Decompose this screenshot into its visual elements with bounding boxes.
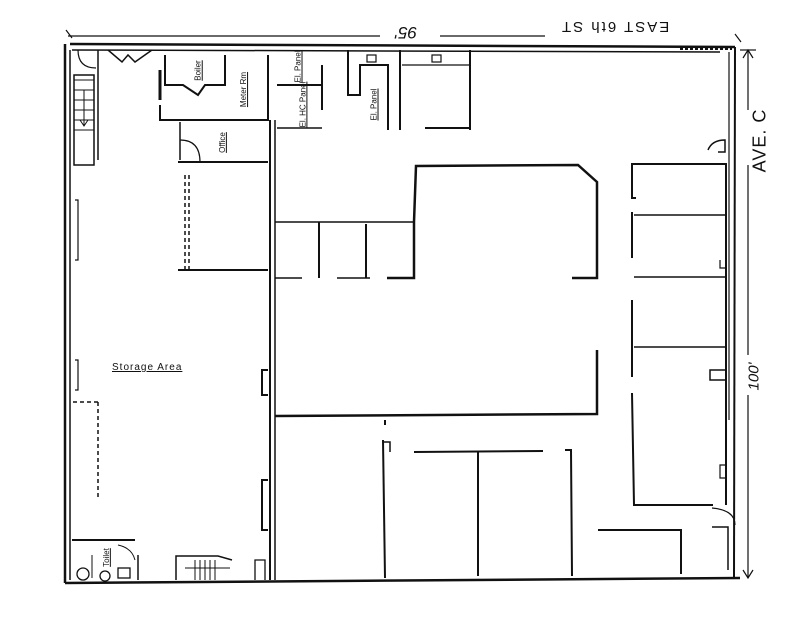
stairs-bottom — [175, 555, 266, 580]
exterior-walls — [63, 42, 741, 585]
top-dimension-line — [65, 29, 742, 43]
storage-partitions — [73, 175, 268, 500]
central-wall — [261, 120, 276, 580]
room-label-toilet: Toilet — [101, 548, 111, 567]
room-label-storage: Storage Area — [112, 362, 183, 373]
central-room — [274, 163, 599, 418]
entrance-door-top — [107, 49, 153, 64]
boiler-room — [158, 55, 226, 100]
depth-dimension-label: 100' — [745, 362, 763, 391]
right-dimension-line — [740, 48, 756, 580]
room-label-elec-3: El. Panel — [369, 88, 379, 121]
stairs-top-left — [73, 49, 99, 166]
electrical-rooms — [277, 50, 471, 130]
room-label-elec-2: El. HC Panel — [298, 81, 308, 128]
bottom-offices — [382, 420, 736, 579]
room-label-meter: Meter Rm — [239, 71, 249, 108]
room-label-boiler: Boiler — [193, 60, 203, 81]
meter-room — [159, 55, 269, 121]
width-dimension-label: 95' — [395, 23, 418, 42]
room-label-elec-1: El. Panel — [293, 50, 303, 83]
office-room — [178, 122, 268, 163]
right-offices — [631, 139, 727, 506]
toilet-room — [72, 539, 139, 582]
room-label-office: Office — [217, 132, 227, 153]
street-label-east-6th: EAST 6th ST — [560, 18, 670, 35]
street-label-ave-c: AVE. C — [749, 108, 770, 173]
